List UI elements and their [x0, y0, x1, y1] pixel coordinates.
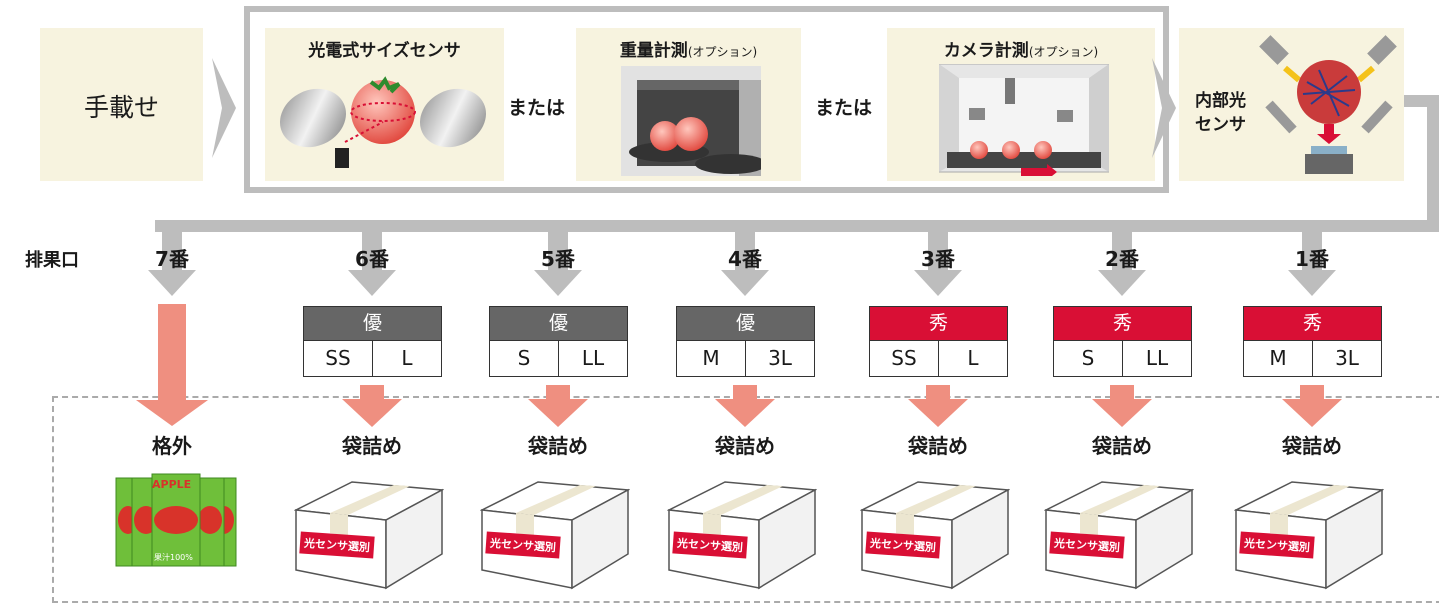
- outlet-number: 3番: [921, 247, 955, 271]
- optical-size-sensor-title: 光電式サイズセンサ: [308, 41, 461, 61]
- camera-illustration: [939, 64, 1109, 176]
- bagging-label: 袋詰め: [1092, 434, 1152, 458]
- internal-sensor-illustration: [1259, 35, 1397, 174]
- outlet-arrow-icon: [914, 230, 962, 296]
- flow-chevron-icon-2: [1152, 58, 1176, 158]
- size-cell-a: M: [702, 346, 720, 370]
- grade-label: 秀: [870, 307, 1007, 341]
- bagging-label: 袋詰め: [1282, 434, 1342, 458]
- cardboard-box-illustration: [667, 481, 817, 590]
- grade-box: 秀 SS L: [869, 306, 1008, 377]
- bagging-arrow-icon: [528, 385, 588, 427]
- size-row: S LL: [490, 341, 627, 376]
- bagging-arrow-icon: [908, 385, 968, 427]
- cardboard-box-illustration: [1234, 481, 1384, 590]
- internal-sensor-line2: センサ: [1195, 115, 1246, 135]
- juice-brand-label: APPLE: [152, 478, 192, 491]
- grade-label: 優: [677, 307, 814, 341]
- bagging-arrow-icon: [715, 385, 775, 427]
- camera-measurement-panel: カメラ計測(オプション): [887, 28, 1155, 181]
- distribution-line: [155, 220, 1439, 232]
- or-label-2: または: [815, 97, 873, 119]
- bagging-arrow-icon: [342, 385, 402, 427]
- outlet-number: 4番: [728, 247, 762, 271]
- weight-label: 重量計測: [619, 41, 688, 61]
- bagging-label: 袋詰め: [528, 434, 588, 458]
- outlet-arrow-icon: [1098, 230, 1146, 296]
- bagging-arrow-icon: [1092, 385, 1152, 427]
- grade-label: 優: [304, 307, 441, 341]
- grade-box: 優 SS L: [303, 306, 442, 377]
- cardboard-box-illustration: [860, 481, 1010, 590]
- size-cell-a: M: [1269, 346, 1287, 370]
- grade-label: 秀: [1244, 307, 1381, 341]
- bagging-label: 袋詰め: [908, 434, 968, 458]
- camera-option: (オプション): [1028, 45, 1099, 59]
- camera-label: カメラ計測: [943, 41, 1029, 61]
- bagging-label: 袋詰め: [715, 434, 775, 458]
- grade-label: 秀: [1054, 307, 1191, 341]
- size-cell-b: LL: [558, 341, 627, 376]
- outlet-number: 6番: [355, 247, 389, 271]
- size-row: SS L: [870, 341, 1007, 376]
- reject-label: 格外: [152, 434, 192, 458]
- size-row: SS L: [304, 341, 441, 376]
- optical-sensor-illustration: [279, 76, 487, 168]
- cardboard-box-illustration: [480, 481, 630, 590]
- weight-measurement-panel: 重量計測(オプション): [576, 28, 801, 181]
- bagging-arrow-icon: [1282, 385, 1342, 427]
- outlet-number: 2番: [1105, 247, 1139, 271]
- cardboard-box-illustration: [1044, 481, 1194, 590]
- outlet-arrow-icon: [721, 230, 769, 296]
- cardboard-box-illustration: [294, 481, 444, 590]
- optical-size-sensor-panel: 光電式サイズセンサ: [265, 28, 504, 181]
- size-cell-b: L: [938, 341, 1007, 376]
- manual-load-panel: 手載せ: [40, 28, 203, 181]
- outlet-arrow-icon: [1288, 230, 1336, 296]
- connector-down: [1427, 95, 1439, 232]
- outlet-arrow-icon: [534, 230, 582, 296]
- manual-load-label: 手載せ: [83, 93, 159, 122]
- size-row: S LL: [1054, 341, 1191, 376]
- size-cell-b: 3L: [745, 341, 814, 376]
- outlet-arrow-icon: [348, 230, 396, 296]
- juice-content-label: 果汁100%: [154, 553, 193, 562]
- size-row: M 3L: [1244, 341, 1381, 376]
- outlet-arrow-icon: [148, 230, 196, 296]
- internal-light-sensor-panel: 内部光 センサ: [1179, 28, 1404, 181]
- outlet-number: 5番: [541, 247, 575, 271]
- bagging-label: 袋詰め: [342, 434, 402, 458]
- outlet-number: 7番: [155, 247, 189, 271]
- flow-chevron-icon: [212, 58, 236, 158]
- weight-measurement-title: 重量計測(オプション): [576, 36, 801, 61]
- size-cell-a: S: [1081, 346, 1095, 370]
- weight-option: (オプション): [687, 45, 758, 59]
- or-label-1: または: [508, 97, 566, 119]
- reject-arrow-icon: [136, 304, 208, 426]
- size-cell-a: SS: [891, 346, 917, 370]
- size-cell-a: S: [517, 346, 531, 370]
- outlet-number: 1番: [1295, 247, 1329, 271]
- size-cell-b: L: [372, 341, 441, 376]
- size-cell-b: LL: [1122, 341, 1191, 376]
- camera-measurement-title: カメラ計測(オプション): [887, 36, 1155, 61]
- size-cell-b: 3L: [1312, 341, 1381, 376]
- size-row: M 3L: [677, 341, 814, 376]
- weight-scale-illustration: [621, 66, 761, 176]
- internal-sensor-line1: 内部光: [1195, 91, 1246, 111]
- outlet-heading: 排果口: [25, 250, 79, 271]
- grade-label: 優: [490, 307, 627, 341]
- size-cell-a: SS: [325, 346, 351, 370]
- juice-can-illustration: [115, 473, 237, 567]
